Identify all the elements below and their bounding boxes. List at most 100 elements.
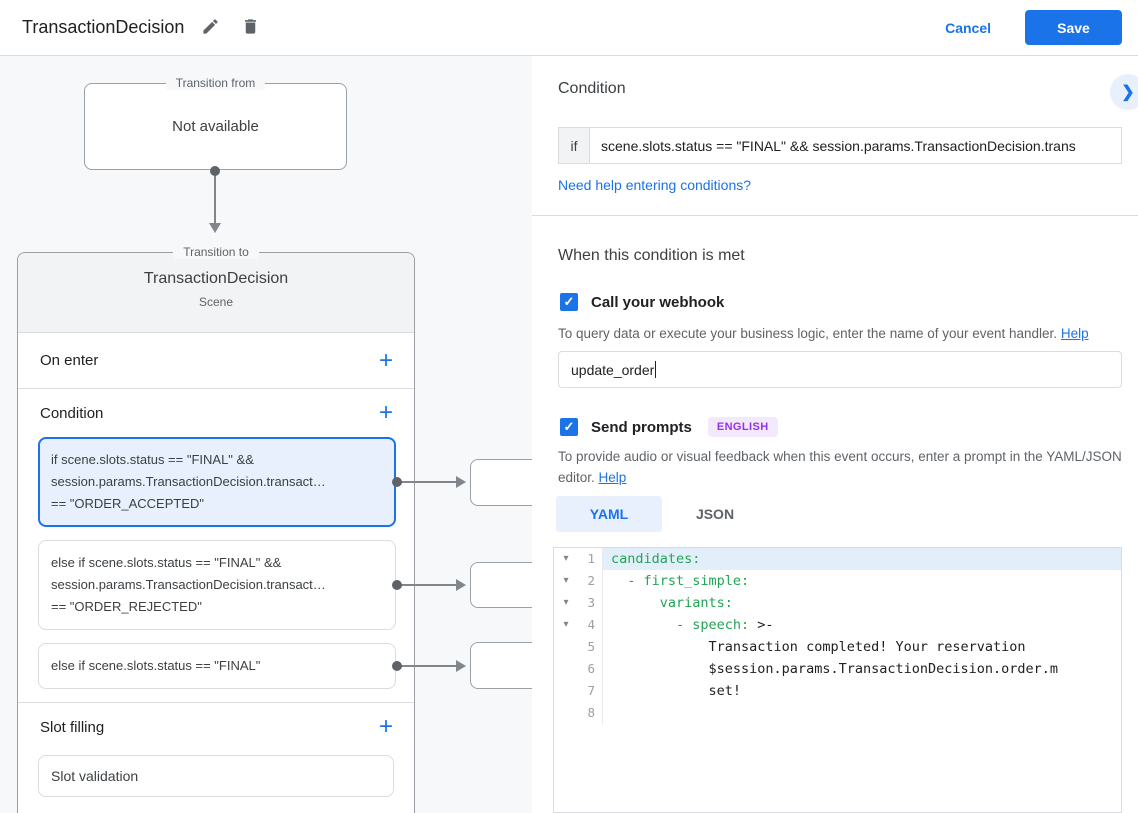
condition-section: Condition + if scene.slots.status == "FI… [18, 389, 414, 703]
code-text: Transaction completed! Your reservation [611, 639, 1026, 655]
add-on-enter-button[interactable]: + [378, 346, 393, 374]
on-enter-section: On enter + [18, 333, 414, 389]
scene-type-label: Scene [198, 295, 234, 309]
webhook-description-text: To query data or execute your business l… [558, 326, 1058, 341]
send-prompts-checkbox[interactable]: ✓ [560, 418, 578, 436]
slot-filling-section: Slot filling + Slot validation [18, 703, 414, 797]
code-line: 7 set! [554, 680, 1121, 702]
panel-divider [532, 215, 1138, 216]
if-prefix-label: if [558, 127, 589, 164]
connector-dot [392, 580, 402, 590]
arrow-right-icon [456, 660, 466, 672]
condition-text: session.params.TransactionDecision.trans… [51, 474, 326, 489]
text-caret [655, 361, 657, 378]
line-number: 7 [578, 680, 603, 702]
collapse-panel-button[interactable]: ❯ [1110, 74, 1138, 110]
conditions-help-anchor[interactable]: Need help entering conditions? [558, 177, 752, 193]
code-line: ▾ 4 - speech: >- [554, 614, 1121, 636]
transition-from-box: Transition from Not available [84, 76, 347, 170]
code-text: set! [611, 683, 742, 699]
line-number: 3 [578, 592, 603, 614]
event-handler-value: update_order [571, 361, 655, 378]
line-number: 5 [578, 636, 603, 658]
code-line: ▾ 3 variants: [554, 592, 1121, 614]
code-plain: >- [749, 617, 774, 633]
chevron-right-icon: ❯ [1121, 84, 1135, 101]
when-condition-met-title: When this condition is met [558, 247, 745, 264]
code-line: 5 Transaction completed! Your reservatio… [554, 636, 1121, 658]
code-text: $session.params.TransactionDecision.orde… [611, 661, 1059, 677]
connector-line [397, 584, 457, 586]
condition-text: if scene.slots.status == "FINAL" && [51, 452, 254, 467]
code-text: - speech: >- [603, 614, 1121, 636]
line-number: 4 [578, 614, 603, 636]
event-handler-input[interactable]: update_order [558, 351, 1122, 388]
condition-text: == "ORDER_REJECTED" [51, 599, 202, 614]
condition-text: else if scene.slots.status == "FINAL" && [51, 555, 282, 570]
prompts-description-text: To provide audio or visual feedback when… [558, 449, 1122, 485]
fold-toggle-icon[interactable]: ▾ [563, 553, 569, 564]
fold-spacer [554, 636, 578, 658]
webhook-help-link[interactable]: Help [1060, 326, 1089, 341]
top-bar: TransactionDecision Cancel Save [0, 0, 1138, 56]
condition-text: == "ORDER_ACCEPTED" [51, 496, 204, 511]
slot-validation-item[interactable]: Slot validation [38, 755, 394, 797]
call-webhook-row: ✓ Call your webhook [560, 293, 724, 311]
page-title: TransactionDecision [22, 17, 185, 37]
connector-line-vertical [214, 175, 216, 225]
condition-item-final[interactable]: else if scene.slots.status == "FINAL" [38, 643, 396, 689]
arrow-down-icon [209, 223, 221, 233]
fold-toggle-icon[interactable]: ▾ [563, 597, 569, 608]
send-prompts-label: Send prompts [591, 418, 692, 436]
yaml-code-editor[interactable]: ▾ 1 candidates: ▾ 2 - first_simple: ▾ 3 … [553, 547, 1122, 813]
call-webhook-checkbox[interactable]: ✓ [560, 293, 578, 311]
fold-toggle-icon[interactable]: ▾ [563, 575, 569, 586]
edit-title-button[interactable] [190, 8, 230, 48]
scene-flow-canvas: Transition from Not available Transition… [0, 56, 540, 813]
code-line: ▾ 1 candidates: [554, 548, 1121, 570]
condition-expression-input[interactable]: scene.slots.status == "FINAL" && session… [589, 127, 1122, 164]
checkmark-icon: ✓ [563, 419, 575, 434]
fold-spacer [554, 702, 578, 724]
line-number: 8 [578, 702, 603, 724]
connector-dot [392, 661, 402, 671]
pencil-icon [201, 17, 220, 39]
code-text: - first_simple: [611, 573, 750, 589]
scene-card: Transition to TransactionDecision Scene … [17, 245, 415, 813]
transition-target-box[interactable] [470, 459, 540, 506]
code-text: candidates: [603, 548, 1121, 570]
add-slot-button[interactable]: + [378, 713, 393, 740]
code-text: variants: [611, 595, 733, 611]
connector-line [397, 481, 457, 483]
condition-item-accepted[interactable]: if scene.slots.status == "FINAL" && sess… [38, 437, 396, 527]
tab-json[interactable]: JSON [695, 506, 735, 522]
fold-toggle-icon[interactable]: ▾ [563, 619, 569, 630]
condition-text: else if scene.slots.status == "FINAL" [51, 658, 261, 673]
condition-detail-panel: Condition ❯ if scene.slots.status == "FI… [532, 56, 1138, 813]
cancel-button[interactable]: Cancel [945, 19, 991, 36]
slot-filling-label: Slot filling [40, 718, 105, 736]
save-button[interactable]: Save [1025, 10, 1122, 45]
connector-dot [210, 166, 220, 176]
transition-from-value: Not available [172, 118, 259, 135]
condition-section-label: Condition [40, 404, 104, 422]
webhook-description: To query data or execute your business l… [558, 323, 1124, 344]
transition-target-box[interactable] [470, 642, 540, 689]
language-badge: ENGLISH [707, 417, 778, 437]
connector-dot [392, 477, 402, 487]
tab-yaml[interactable]: YAML [556, 496, 662, 532]
line-number: 1 [578, 548, 603, 570]
code-line: 6 $session.params.TransactionDecision.or… [554, 658, 1121, 680]
send-prompts-row: ✓ Send prompts ENGLISH [560, 417, 778, 437]
transition-target-box[interactable] [470, 562, 540, 608]
add-condition-button[interactable]: + [378, 399, 393, 426]
arrow-right-icon [456, 476, 466, 488]
delete-scene-button[interactable] [230, 8, 270, 48]
line-number: 6 [578, 658, 603, 680]
code-line: ▾ 2 - first_simple: [554, 570, 1121, 592]
code-text [603, 702, 1121, 724]
condition-item-rejected[interactable]: else if scene.slots.status == "FINAL" &&… [38, 540, 396, 630]
trash-icon [241, 17, 260, 39]
prompts-help-link[interactable]: Help [598, 470, 627, 485]
